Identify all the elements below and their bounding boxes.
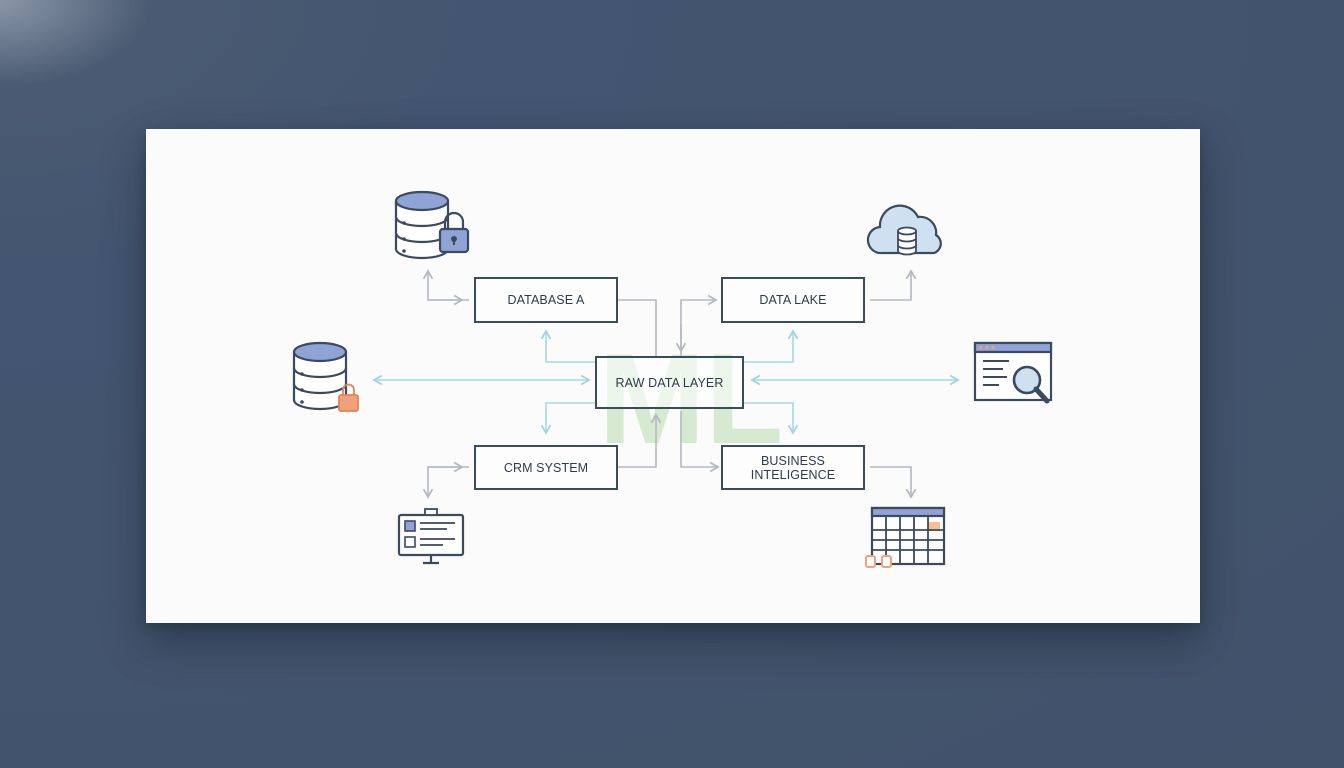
node-database-a[interactable]: DATABASE A [474, 277, 618, 323]
arrow-center-to-bi-blue [744, 402, 799, 435]
node-raw-data-layer[interactable]: RAW DATA LAYER [595, 356, 744, 409]
search-report-icon [973, 341, 1053, 404]
calendar-grid-icon [865, 506, 946, 568]
node-crm-system[interactable]: CRM SYSTEM [474, 445, 618, 490]
diagram-card: ML [146, 129, 1200, 623]
locked-database-icon [394, 190, 470, 260]
node-business-intelligence[interactable]: BUSINESS INTELIGENCE [721, 445, 865, 490]
diagram-canvas: ML [292, 190, 1053, 568]
node-data-lake[interactable]: DATA LAKE [721, 277, 865, 323]
dashboard-monitor-icon [397, 508, 465, 565]
arrow-center-to-data-lake-blue [744, 329, 799, 363]
cloud-database-icon [866, 204, 942, 256]
gray-connectors [422, 269, 917, 499]
arrow-crm-to-center [618, 413, 662, 468]
blue-connectors [372, 329, 960, 435]
secure-database-icon [292, 341, 359, 412]
arrow-center-to-bi [680, 411, 720, 473]
arrow-database-a-to-icon [422, 269, 469, 301]
arrow-bi-to-calendar [870, 466, 917, 499]
arrow-center-to-database-a [540, 329, 595, 363]
line-database-a-to-center [618, 299, 657, 356]
arrow-center-to-crm [540, 402, 595, 435]
arrow-data-lake-to-cloud [870, 269, 917, 301]
arrow-crm-to-monitor [422, 466, 469, 499]
